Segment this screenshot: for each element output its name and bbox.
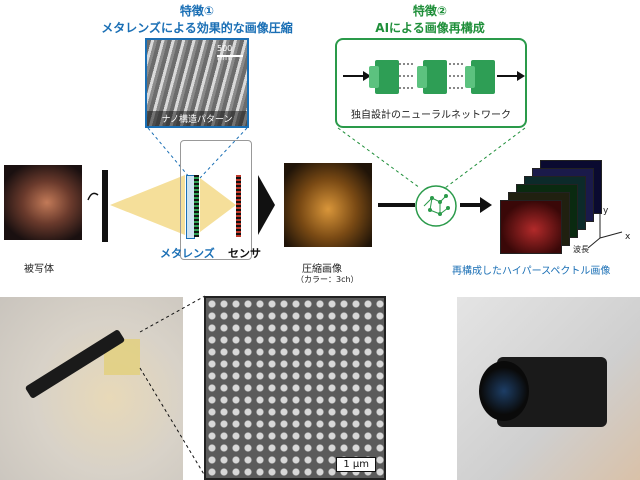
aperture-bar xyxy=(102,170,108,242)
subject-photo xyxy=(4,165,82,240)
axis-y-label: y xyxy=(603,206,609,216)
sem-bottom-scale-box: 1 μm xyxy=(336,457,376,472)
network-caption: 独自設計のニューラルネットワーク xyxy=(351,110,511,121)
triangle-arrow xyxy=(258,175,275,235)
compressed-image xyxy=(284,163,372,247)
feature1-subtitle: メタレンズによる効果的な画像圧縮 xyxy=(101,21,293,35)
reconstructed-label: 再構成したハイパースペクトル画像 xyxy=(452,266,611,277)
compressed-note: （カラー：3ch） xyxy=(296,275,359,284)
light-cone xyxy=(110,175,185,235)
axis-x-label: x xyxy=(625,232,631,242)
nanostructure-sem-image: 500 nm ナノ構造パターン xyxy=(145,38,249,128)
camera-housing xyxy=(180,140,252,260)
feature1-title: 特徴① xyxy=(179,4,215,18)
hyperspectral-stack xyxy=(496,160,602,260)
network-diagram xyxy=(343,63,525,89)
neural-network-box: 独自設計のニューラルネットワーク xyxy=(335,38,527,128)
feature2-title: 特徴② xyxy=(412,4,448,18)
network-layer-block xyxy=(465,56,499,94)
feature2-subtitle: AIによる画像再構成 xyxy=(375,21,485,35)
camera-prototype-photo xyxy=(457,297,640,480)
compressed-label: 圧縮画像 xyxy=(302,264,342,275)
brain-network-icon xyxy=(415,185,457,227)
network-layer-block xyxy=(417,56,451,94)
network-layer-block xyxy=(369,56,403,94)
sem-caption: ナノ構造パターン xyxy=(147,111,247,126)
axis-wave-label: 波長 xyxy=(573,245,589,254)
zoom-lines xyxy=(139,295,206,477)
metalens-pattern xyxy=(194,175,199,237)
light-cone-2 xyxy=(200,178,236,232)
camera-lens xyxy=(479,361,529,421)
sensor-element xyxy=(236,175,241,237)
connector-lines xyxy=(87,127,623,249)
network-connections xyxy=(399,63,465,89)
metalens-label: メタレンズ xyxy=(160,247,215,260)
nanostructure-sem-closeup: 1 μm xyxy=(204,296,386,480)
sem-scale-label: 500 nm xyxy=(217,44,233,62)
sem-bottom-scale-label: 1 μm xyxy=(343,459,369,470)
sensor-label: センサ xyxy=(228,247,261,260)
subject-label: 被写体 xyxy=(24,264,54,275)
sem-scale-bar xyxy=(217,55,243,57)
